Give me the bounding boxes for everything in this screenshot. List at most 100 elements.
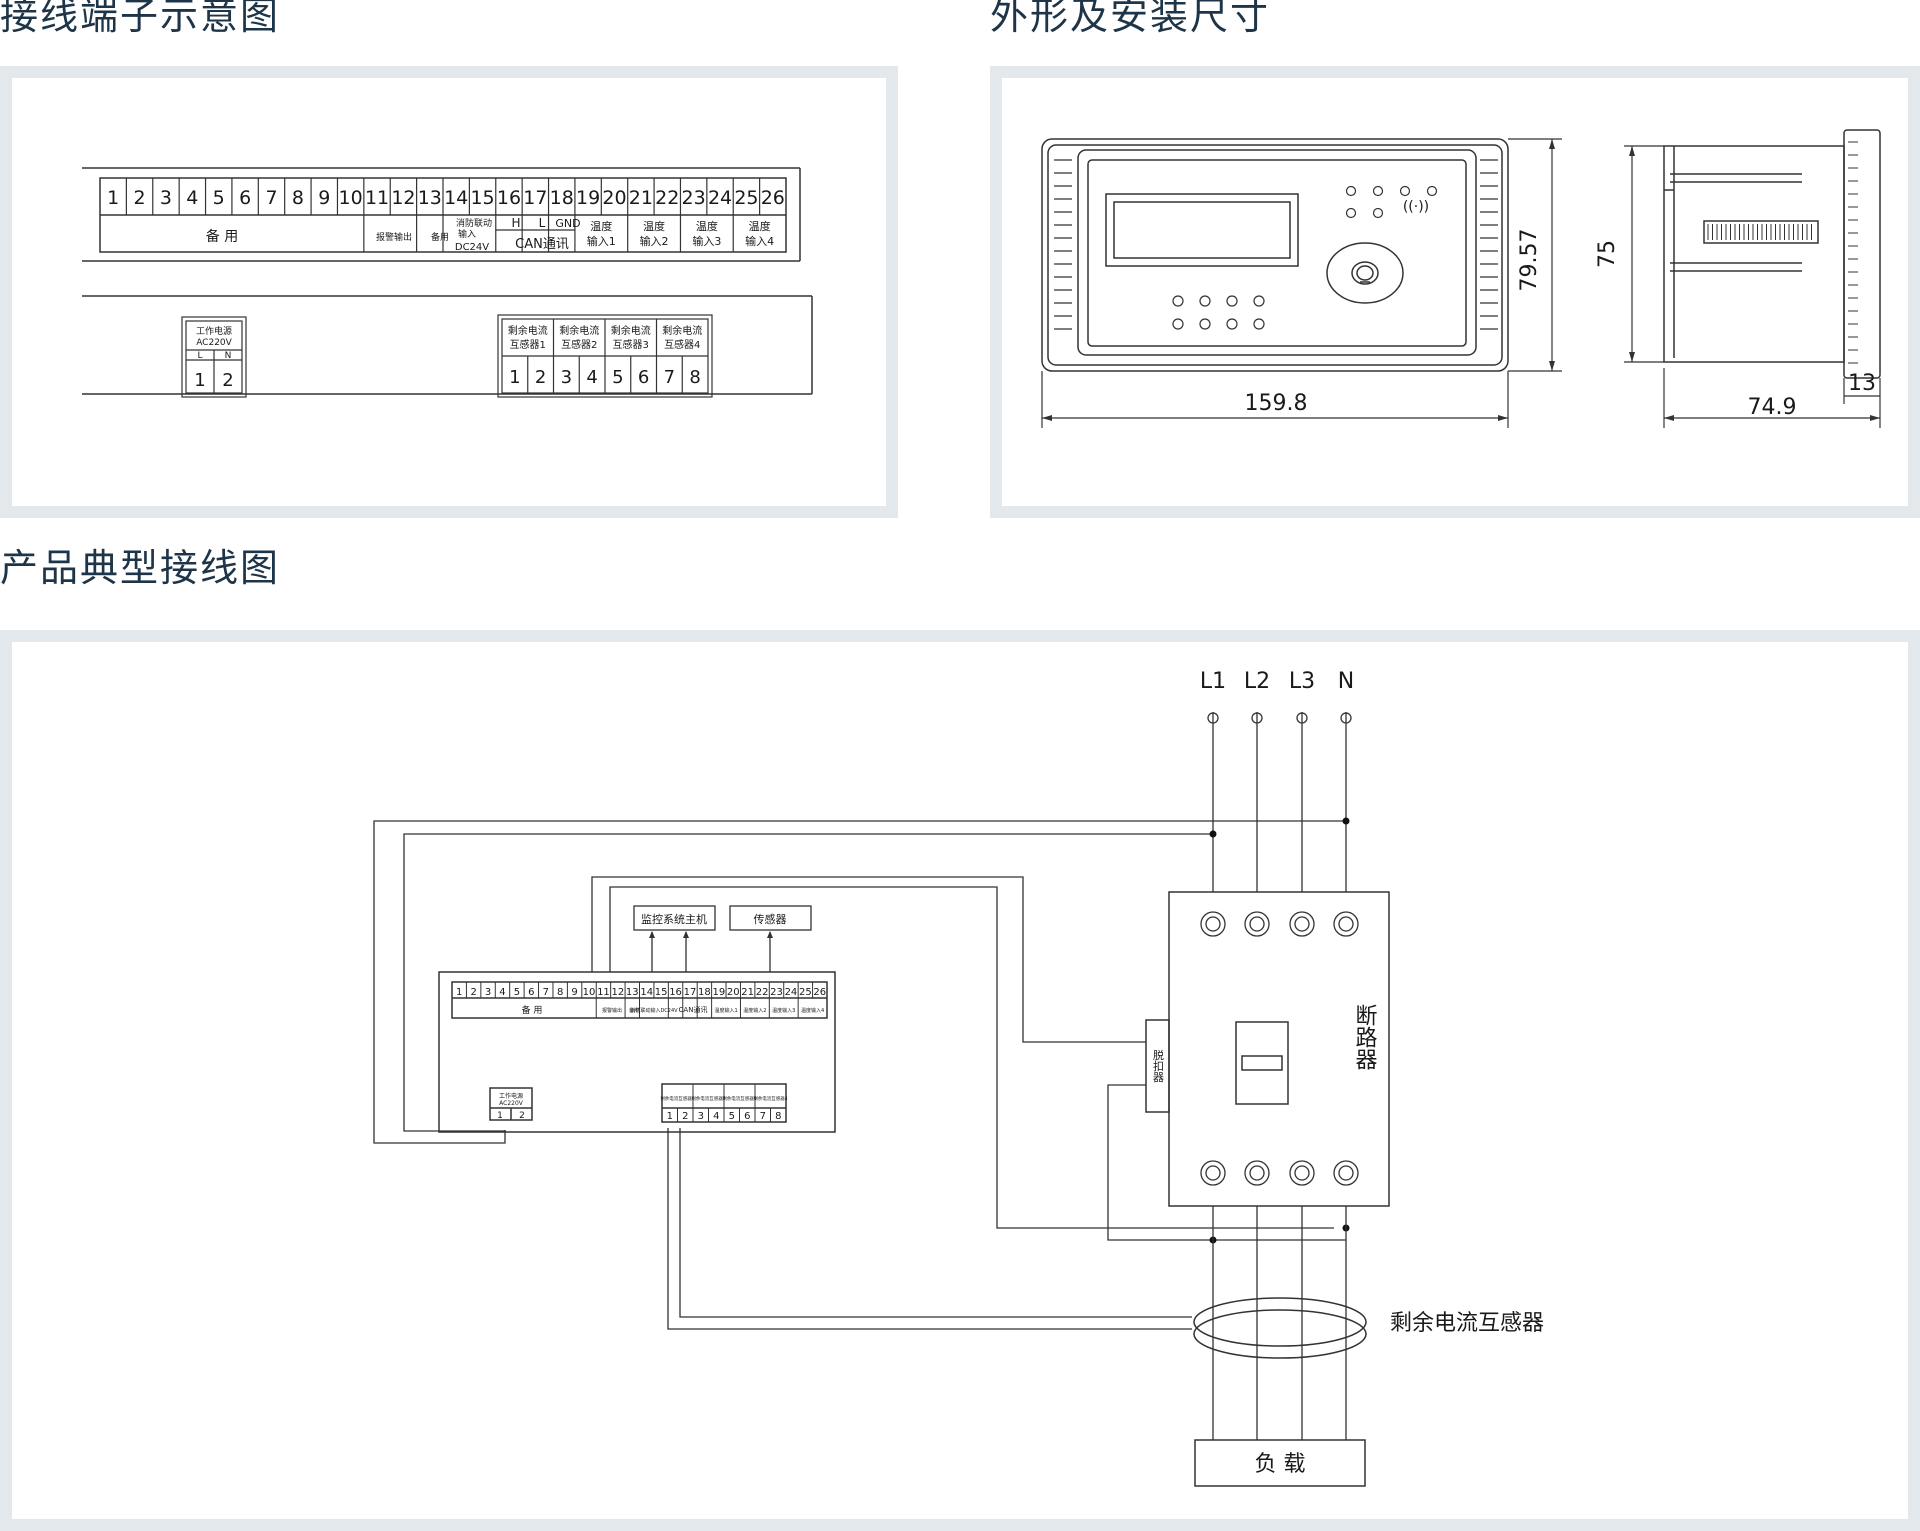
ct-terminal-6: 6 xyxy=(638,367,649,388)
mini-ct-terminal: 4 xyxy=(713,1111,719,1122)
monitor-host-box xyxy=(633,905,716,931)
mini-terminal-number: 5 xyxy=(514,987,520,998)
nfc-icon: ((·)) xyxy=(1403,199,1429,215)
breaker-terminal xyxy=(1333,911,1359,937)
function-button xyxy=(1226,318,1238,330)
mini-terminal-number: 19 xyxy=(712,987,725,998)
navigation-keypad xyxy=(1326,242,1404,304)
mini-terminal-number: 23 xyxy=(770,987,783,998)
dimension-depth: 74.9 xyxy=(1748,395,1797,420)
mini-ct-label: 剩余电流互感器3 xyxy=(722,1095,756,1102)
terminal-number-11: 11 xyxy=(365,187,389,209)
breaker-label: 断路器 xyxy=(1352,1004,1378,1070)
ct-3-line2: 互感器3 xyxy=(613,338,649,351)
terminal-number-12: 12 xyxy=(391,187,415,209)
dimension-width: 159.8 xyxy=(1245,391,1308,416)
temp-input-1-line1: 温度 xyxy=(590,219,612,233)
terminal-number-10: 10 xyxy=(339,187,363,209)
mini-terminal-number: 2 xyxy=(470,987,476,998)
ct-terminal-4: 4 xyxy=(586,367,597,388)
alarm-output-label: 报警输出 xyxy=(376,231,412,243)
terminal-number-23: 23 xyxy=(682,187,706,209)
wiring-diagram-heading: 产品典型接线图 xyxy=(0,546,281,590)
breaker-terminal xyxy=(1200,911,1226,937)
mini-power-title1: 工作电源 xyxy=(499,1092,523,1100)
power-n-label: N xyxy=(225,351,232,361)
rct-label: 剩余电流互感器 xyxy=(1390,1311,1544,1336)
mini-terminal-number: 12 xyxy=(611,987,624,998)
load-box xyxy=(1194,1439,1366,1487)
temp-input-3-line2: 输入3 xyxy=(692,234,721,248)
breaker-terminal xyxy=(1289,1160,1315,1186)
mini-terminal-number: 22 xyxy=(756,987,769,998)
indicator-led xyxy=(1345,185,1357,197)
breaker-terminal xyxy=(1333,1160,1359,1186)
terminal-number-9: 9 xyxy=(318,187,330,209)
terminal-number-21: 21 xyxy=(629,187,653,209)
mini-terminal-number: 24 xyxy=(785,987,798,998)
mini-alarm-label: 报警输出 xyxy=(602,1007,622,1014)
lcd-screen xyxy=(1105,193,1299,267)
terminal-number-24: 24 xyxy=(708,187,732,209)
terminal-diagram-heading: 接线端子示意图 xyxy=(0,0,281,38)
outline-dimensions-heading: 外形及安装尺寸 xyxy=(990,0,1271,38)
terminal-number-5: 5 xyxy=(213,187,225,209)
phase-label-l3: L3 xyxy=(1289,669,1315,694)
ct-3-line1: 剩余电流 xyxy=(611,324,651,337)
dimension-height: 79.57 xyxy=(1517,229,1542,292)
mini-ct-terminal: 1 xyxy=(667,1111,673,1122)
terminal-number-25: 25 xyxy=(734,187,758,209)
terminal-number-6: 6 xyxy=(239,187,251,209)
mini-terminal-number: 4 xyxy=(499,987,505,998)
mini-terminal-number: 16 xyxy=(669,987,682,998)
mini-ct-terminal: 6 xyxy=(744,1111,750,1122)
function-button xyxy=(1172,318,1184,330)
mini-power-1: 1 xyxy=(497,1111,503,1121)
terminal-number-17: 17 xyxy=(523,187,547,209)
mini-terminal-number: 14 xyxy=(640,987,653,998)
mini-temp-label: 温度输入3 xyxy=(772,1007,795,1014)
mini-terminal-number: 20 xyxy=(727,987,740,998)
indicator-led xyxy=(1399,185,1411,197)
function-button xyxy=(1253,295,1265,307)
mini-fire-label: 消防联动输入DC24V xyxy=(630,1007,678,1014)
device-side-outline xyxy=(1663,145,1845,363)
mini-power-2: 2 xyxy=(519,1111,525,1121)
sensor-box xyxy=(729,905,812,931)
fire-input-line2: 输入 xyxy=(458,228,476,240)
can-l-label: L xyxy=(539,216,546,230)
temp-input-2-line2: 输入2 xyxy=(640,234,669,248)
ct-4-line1: 剩余电流 xyxy=(662,324,702,337)
temp-input-1-line2: 输入1 xyxy=(587,234,616,248)
ct-2-line1: 剩余电流 xyxy=(559,324,599,337)
power-terminal-2: 2 xyxy=(222,370,233,391)
terminal-number-4: 4 xyxy=(186,187,198,209)
ct-terminal-3: 3 xyxy=(561,367,572,388)
ct-terminal-1: 1 xyxy=(509,367,520,388)
residual-current-transformer xyxy=(1193,1297,1367,1347)
function-button xyxy=(1226,295,1238,307)
temp-input-4-line1: 温度 xyxy=(749,219,771,233)
trip-unit-label: 脱扣器 xyxy=(1152,1048,1165,1083)
terminal-number-8: 8 xyxy=(292,187,304,209)
temp-input-4-line2: 输入4 xyxy=(745,234,774,248)
protector-device xyxy=(438,971,836,1133)
mini-ct-terminal: 3 xyxy=(698,1111,704,1122)
mini-terminal-number: 15 xyxy=(655,987,668,998)
mini-terminal-number: 25 xyxy=(799,987,812,998)
phase-label-n: N xyxy=(1338,669,1354,694)
terminal-number-3: 3 xyxy=(160,187,172,209)
breaker-terminal xyxy=(1244,911,1270,937)
mini-temp-label: 温度输入4 xyxy=(801,1007,824,1014)
mini-can-label: CAN通讯 xyxy=(679,1005,708,1014)
mini-terminal-number: 17 xyxy=(684,987,697,998)
breaker-terminal xyxy=(1200,1160,1226,1186)
mini-ct-label: 剩余电流互感器4 xyxy=(753,1095,787,1102)
outline-dimensions-panel: ((·)) 159.8 79.57 xyxy=(990,66,1920,518)
terminal-number-19: 19 xyxy=(576,187,600,209)
ct-terminal-8: 8 xyxy=(689,367,700,388)
ct-terminal-7: 7 xyxy=(664,367,675,388)
indicator-led xyxy=(1345,207,1357,219)
